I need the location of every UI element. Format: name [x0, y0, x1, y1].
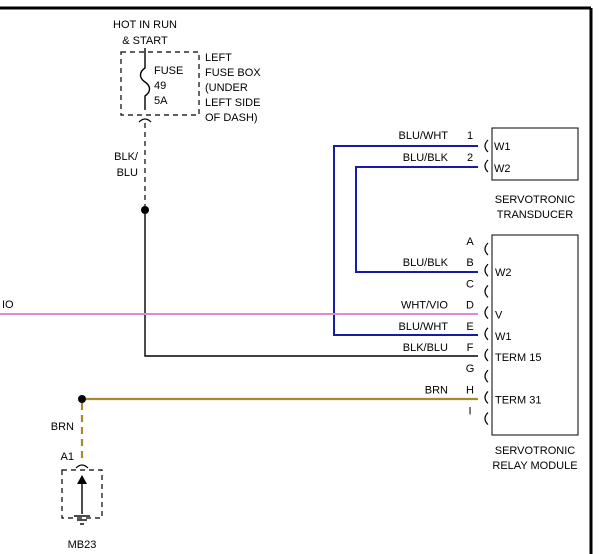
blk-blu-wire — [144, 214, 478, 357]
fuse-box-line3: (UNDER — [205, 82, 248, 94]
left-wire-fragment-label: IO — [2, 299, 14, 311]
transducer-pin-2-num: 2 — [467, 152, 473, 164]
blk-blu-label-line2: BLU — [117, 167, 138, 179]
relay-pin-e-wire: BLU/WHT — [399, 321, 449, 333]
relay-pin-e-term: W1 — [495, 331, 512, 343]
relay-pin-i-connector-icon — [484, 412, 489, 426]
ground-wire-label: BRN — [51, 421, 74, 433]
ground-box-outline — [61, 469, 103, 519]
fuse-box-line4: LEFT SIDE — [205, 97, 260, 109]
transducer-name-line1: SERVOTRONIC — [495, 194, 576, 206]
ground-connector-icon — [75, 464, 89, 469]
relay-pin-c-connector-icon — [484, 284, 489, 298]
relay-pin-a-letter: A — [466, 236, 474, 248]
fuse-box-outline — [120, 51, 200, 116]
relay-pin-b-connector-icon — [484, 263, 489, 277]
relay-pin-f-connector-icon — [484, 348, 489, 362]
fuse-rating: 5A — [154, 95, 168, 107]
transducer-pin-1-num: 1 — [467, 130, 473, 142]
relay-pin-h-letter: H — [466, 384, 474, 396]
relay-name-line2: RELAY MODULE — [492, 460, 577, 472]
relay-pin-f-term: TERM 15 — [495, 352, 541, 364]
ground-connector-label: A1 — [61, 451, 74, 463]
fuse-hot-line2: & START — [122, 35, 168, 47]
transducer-pin-1-wire: BLU/WHT — [399, 130, 449, 142]
relay-pin-group: AB W2 BLU/BLK CD V WHT/VIO E W1 BLU/WHT F TERM 15 B… — [399, 236, 541, 426]
transducer-pin-2-wire: BLU/BLK — [403, 152, 449, 164]
fuse-hot-line1: HOT IN RUN — [113, 19, 177, 31]
relay-pin-b-wire: BLU/BLK — [403, 257, 449, 269]
fuse-number: 49 — [154, 80, 166, 92]
relay-pin-e-letter: E — [466, 321, 473, 333]
fuse-box-line5: OF DASH) — [205, 112, 258, 124]
transducer-box — [491, 127, 579, 181]
relay-pin-b-term: W2 — [495, 267, 512, 279]
relay-pin-c-letter: C — [466, 278, 474, 290]
relay-pin-h-connector-icon — [484, 390, 489, 404]
ground-arrow-icon — [77, 475, 87, 484]
relay-pin-d-term: V — [495, 310, 503, 322]
fuse-box-line2: FUSE BOX — [205, 67, 261, 79]
relay-pin-h-term: TERM 31 — [495, 394, 541, 406]
fuse-name: FUSE — [154, 65, 183, 77]
fuse-connector-icon — [138, 118, 152, 123]
relay-name-line1: SERVOTRONIC — [495, 445, 576, 457]
blk-blu-label-line1: BLK/ — [114, 151, 139, 163]
relay-pin-i-letter: I — [468, 406, 471, 418]
relay-pin-d-wire: WHT/VIO — [401, 300, 448, 312]
relay-pin-g-letter: G — [466, 363, 475, 375]
relay-pin-d-letter: D — [466, 300, 474, 312]
relay-pin-g-connector-icon — [484, 369, 489, 383]
relay-module-box — [491, 234, 579, 436]
transducer-pin-2-connector-icon — [484, 159, 489, 173]
fuse-box-line1: LEFT — [205, 52, 232, 64]
transducer-pin-1-connector-icon — [484, 139, 489, 153]
blu-wht-wire — [333, 145, 478, 336]
ground-name: MB23 — [68, 539, 97, 551]
splice-dot — [141, 206, 149, 214]
relay-pin-d-connector-icon — [484, 306, 489, 320]
blu-blk-wire — [355, 166, 478, 273]
relay-pin-e-connector-icon — [484, 327, 489, 341]
relay-pin-b-letter: B — [466, 257, 473, 269]
transducer-pin-2-term: W2 — [494, 163, 511, 175]
fuse-symbol-icon — [139, 60, 151, 110]
relay-pin-f-wire: BLK/BLU — [403, 342, 448, 354]
relay-pin-a-connector-icon — [484, 242, 489, 256]
transducer-name-line2: TRANSDUCER — [497, 209, 573, 221]
transducer-pin-1-term: W1 — [494, 141, 511, 153]
relay-pin-h-wire: BRN — [425, 384, 448, 396]
relay-pin-f-letter: F — [467, 342, 474, 354]
ground-splice-dot — [78, 395, 86, 403]
